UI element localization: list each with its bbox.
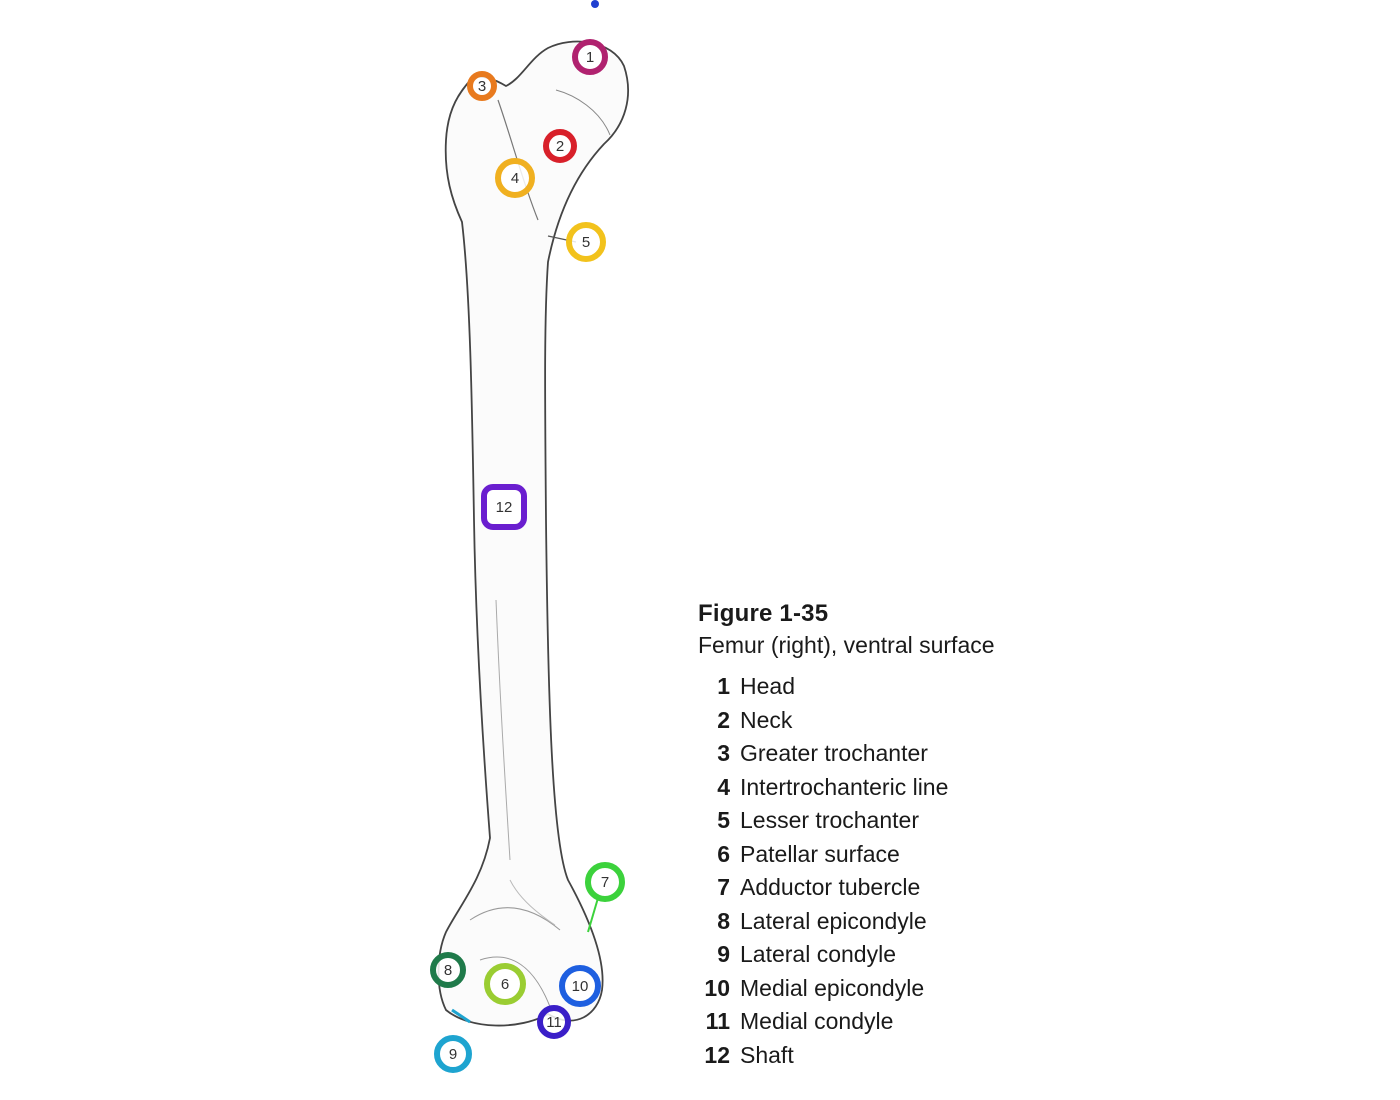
leader-line-7 <box>587 897 599 933</box>
condyle-shading-line <box>479 956 553 1013</box>
marker-number: 7 <box>601 874 609 891</box>
marker-number: 6 <box>501 976 509 993</box>
marker-ring <box>585 862 625 902</box>
legend-label: Lesser trochanter <box>740 807 919 833</box>
legend-label: Greater trochanter <box>740 740 928 766</box>
legend-number: 8 <box>717 907 730 934</box>
top-dot <box>591 0 599 8</box>
marker-7: 7 <box>585 862 625 902</box>
legend-number: 11 <box>705 1008 730 1034</box>
legend-number: 4 <box>717 773 730 800</box>
legend-item: 2 Neck <box>698 704 995 738</box>
femur-bone <box>437 40 629 1027</box>
marker-number: 3 <box>478 78 486 95</box>
marker-10: 10 <box>559 965 601 1007</box>
legend-item: 4 Intertrochanteric line <box>698 771 995 805</box>
legend-number: 6 <box>717 840 730 867</box>
legend-number: 10 <box>704 974 730 1001</box>
marker-4: 4 <box>495 158 535 198</box>
shaft-shading-line <box>495 599 511 861</box>
marker-ring <box>572 39 608 75</box>
marker-ring <box>543 129 577 163</box>
legend-list: 1 Head 2 Neck 3 Greater trochanter 4 Intertroch… <box>698 670 995 1072</box>
marker-2: 2 <box>543 129 577 163</box>
legend-number: 2 <box>717 706 730 733</box>
legend-item: 5 Lesser trochanter <box>698 804 995 838</box>
marker-ring <box>566 222 606 262</box>
marker-number: 8 <box>444 962 452 979</box>
leader-line-9 <box>451 1008 471 1024</box>
distal-shading-line <box>469 907 561 931</box>
legend-label: Shaft <box>740 1041 794 1068</box>
marker-number: 12 <box>496 499 513 516</box>
legend-label: Neck <box>740 706 793 733</box>
legend-label: Head <box>740 673 795 699</box>
legend-number: 5 <box>717 807 730 833</box>
marker-ring <box>430 952 466 988</box>
marker-8: 8 <box>430 952 466 988</box>
legend-label: Lateral epicondyle <box>740 907 927 934</box>
legend-label: Patellar surface <box>740 840 900 867</box>
marker-number: 4 <box>511 170 519 187</box>
marker-ring <box>537 1005 571 1039</box>
marker-12: 12 <box>481 484 527 530</box>
legend-item: 9 Lateral condyle <box>698 938 995 972</box>
legend-item: 10 Medial epicondyle <box>698 972 995 1006</box>
marker-number: 10 <box>572 978 589 995</box>
marker-3: 3 <box>467 71 497 101</box>
legend-number: 9 <box>717 941 730 967</box>
legend-item: 7 Adductor tubercle <box>698 871 995 905</box>
legend-number: 1 <box>717 673 730 699</box>
figure-caption: Figure 1-35 Femur (right), ventral surfa… <box>698 598 995 1072</box>
head-shading-line <box>555 89 611 136</box>
legend-item: 1 Head <box>698 670 995 704</box>
legend-item: 3 Greater trochanter <box>698 737 995 771</box>
legend-label: Medial epicondyle <box>740 974 925 1001</box>
marker-ring <box>467 71 497 101</box>
marker-ring <box>434 1035 472 1073</box>
legend-label: Adductor tubercle <box>740 874 921 900</box>
marker-number: 9 <box>449 1046 457 1063</box>
legend-number: 12 <box>704 1041 730 1068</box>
marker-1: 1 <box>572 39 608 75</box>
marker-number: 1 <box>586 49 594 66</box>
marker-11: 11 <box>537 1005 571 1039</box>
marker-5: 5 <box>566 222 606 262</box>
patellar-shading-line <box>509 879 556 926</box>
legend-item: 11 Medial condyle <box>698 1005 995 1039</box>
marker-ring <box>495 158 535 198</box>
marker-ring <box>481 484 527 530</box>
marker-6: 6 <box>484 963 526 1005</box>
marker-number: 2 <box>556 138 564 155</box>
legend-label: Medial condyle <box>740 1008 894 1034</box>
legend-label: Lateral condyle <box>740 941 896 967</box>
figure-title: Figure 1-35 <box>698 600 829 627</box>
legend-item: 12 Shaft <box>698 1039 995 1073</box>
legend-number: 3 <box>717 740 730 766</box>
marker-ring <box>559 965 601 1007</box>
figure-subtitle: Femur (right), ventral surface <box>698 632 995 658</box>
legend-number: 7 <box>717 874 730 900</box>
legend-item: 8 Lateral epicondyle <box>698 905 995 939</box>
legend-label: Intertrochanteric line <box>740 773 949 800</box>
marker-number: 11 <box>546 1014 562 1031</box>
marker-number: 5 <box>582 234 590 251</box>
marker-ring <box>484 963 526 1005</box>
legend-item: 6 Patellar surface <box>698 838 995 872</box>
marker-9: 9 <box>434 1035 472 1073</box>
